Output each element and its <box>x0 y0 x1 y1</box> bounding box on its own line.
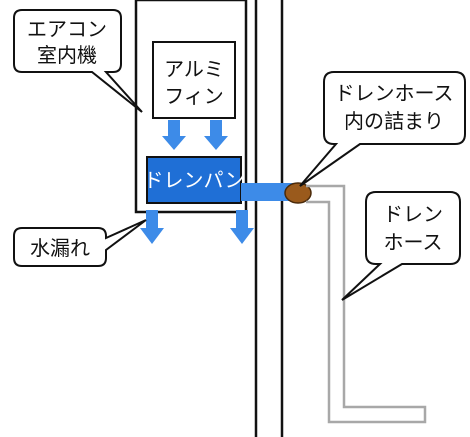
drain-pan-label: ドレンパン <box>144 168 245 192</box>
aircon-label-line1: エアコン <box>27 17 107 41</box>
callout-leak <box>13 219 147 267</box>
clog-label-line2: 内の詰まり <box>344 109 444 133</box>
callout-clog <box>299 71 466 187</box>
fin-label-line1: アルミ <box>164 57 224 81</box>
callout-aircon <box>13 9 143 113</box>
down-arrow-icon <box>162 120 186 150</box>
callout-hose <box>341 191 461 301</box>
aluminum-fin-box <box>152 41 236 119</box>
leak-label: 水漏れ <box>30 236 90 260</box>
hose-label-line1: ドレン <box>383 202 443 226</box>
condensation-arrows <box>162 120 228 150</box>
clog-label-line1: ドレンホース <box>335 81 454 105</box>
drain-pan <box>146 156 242 204</box>
fin-label-line2: フィン <box>164 84 224 108</box>
down-arrow-icon <box>230 210 254 244</box>
drain-pipe <box>241 183 297 201</box>
drain-hose <box>306 184 427 424</box>
aircon-label-line2: 室内機 <box>37 43 97 67</box>
down-arrow-icon <box>204 120 228 150</box>
wall <box>254 0 284 437</box>
hose-label-line2: ホース <box>384 230 443 254</box>
down-arrow-icon <box>140 210 164 244</box>
leak-arrows <box>140 210 254 244</box>
clog-blob <box>284 182 312 204</box>
